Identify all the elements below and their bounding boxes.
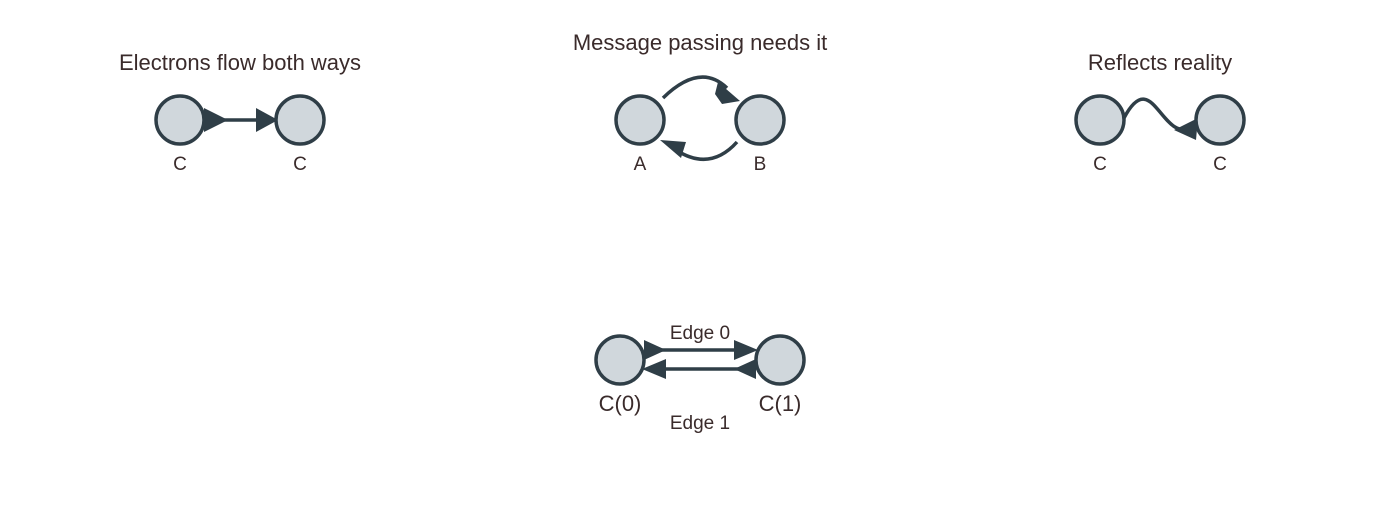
panel-electrons: Electrons flow both ways C C xyxy=(119,50,361,175)
panel-electrons-title: Electrons flow both ways xyxy=(119,50,361,75)
bidirectional-edge-bottom-start-arrowhead xyxy=(734,359,756,379)
bidirectional-edge-top-start-arrowhead xyxy=(644,340,666,360)
message-arrowhead-b xyxy=(715,82,740,104)
reality-arrowhead xyxy=(1174,118,1198,140)
reality-node-b xyxy=(1194,94,1246,146)
electrons-arrowhead-end xyxy=(256,108,278,132)
electrons-node-a xyxy=(154,94,206,146)
message-node-b xyxy=(734,94,786,146)
panel-bidirectional: Edge 0 Edge 1 C(0) C(1) xyxy=(594,323,806,434)
bidirectional-edge-bottom-end-arrowhead xyxy=(642,359,666,379)
panel-reality-title: Reflects reality xyxy=(1088,50,1232,75)
electrons-node-b xyxy=(274,94,326,146)
bidirectional-edge-top-label: Edge 0 xyxy=(670,323,730,344)
reality-edge xyxy=(1122,97,1193,132)
bidirectional-edge-top-end-arrowhead xyxy=(734,340,758,360)
reality-node-b-label: C xyxy=(1213,154,1227,175)
bidirectional-node-a-label: C(0) xyxy=(599,391,642,416)
bidirectional-node-b xyxy=(754,334,806,386)
message-arrowhead-a xyxy=(660,140,686,158)
bidirectional-node-a xyxy=(594,334,646,386)
electrons-node-b-label: C xyxy=(293,154,307,175)
reality-node-a xyxy=(1074,94,1126,146)
bidirectional-node-b-label: C(1) xyxy=(759,391,802,416)
electrons-arrowhead-start xyxy=(204,108,228,132)
panel-message-title: Message passing needs it xyxy=(573,30,827,55)
panel-message: Message passing needs it A B xyxy=(573,30,827,175)
message-edge-a-to-b xyxy=(661,75,729,100)
message-node-a-label: A xyxy=(634,154,647,175)
bidirectional-edge-bottom-label: Edge 1 xyxy=(670,413,730,434)
message-node-a xyxy=(614,94,666,146)
reality-node-a-label: C xyxy=(1093,154,1107,175)
panel-reality: Reflects reality C C xyxy=(1074,50,1246,175)
message-node-b-label: B xyxy=(754,154,767,175)
electrons-node-a-label: C xyxy=(173,154,187,175)
